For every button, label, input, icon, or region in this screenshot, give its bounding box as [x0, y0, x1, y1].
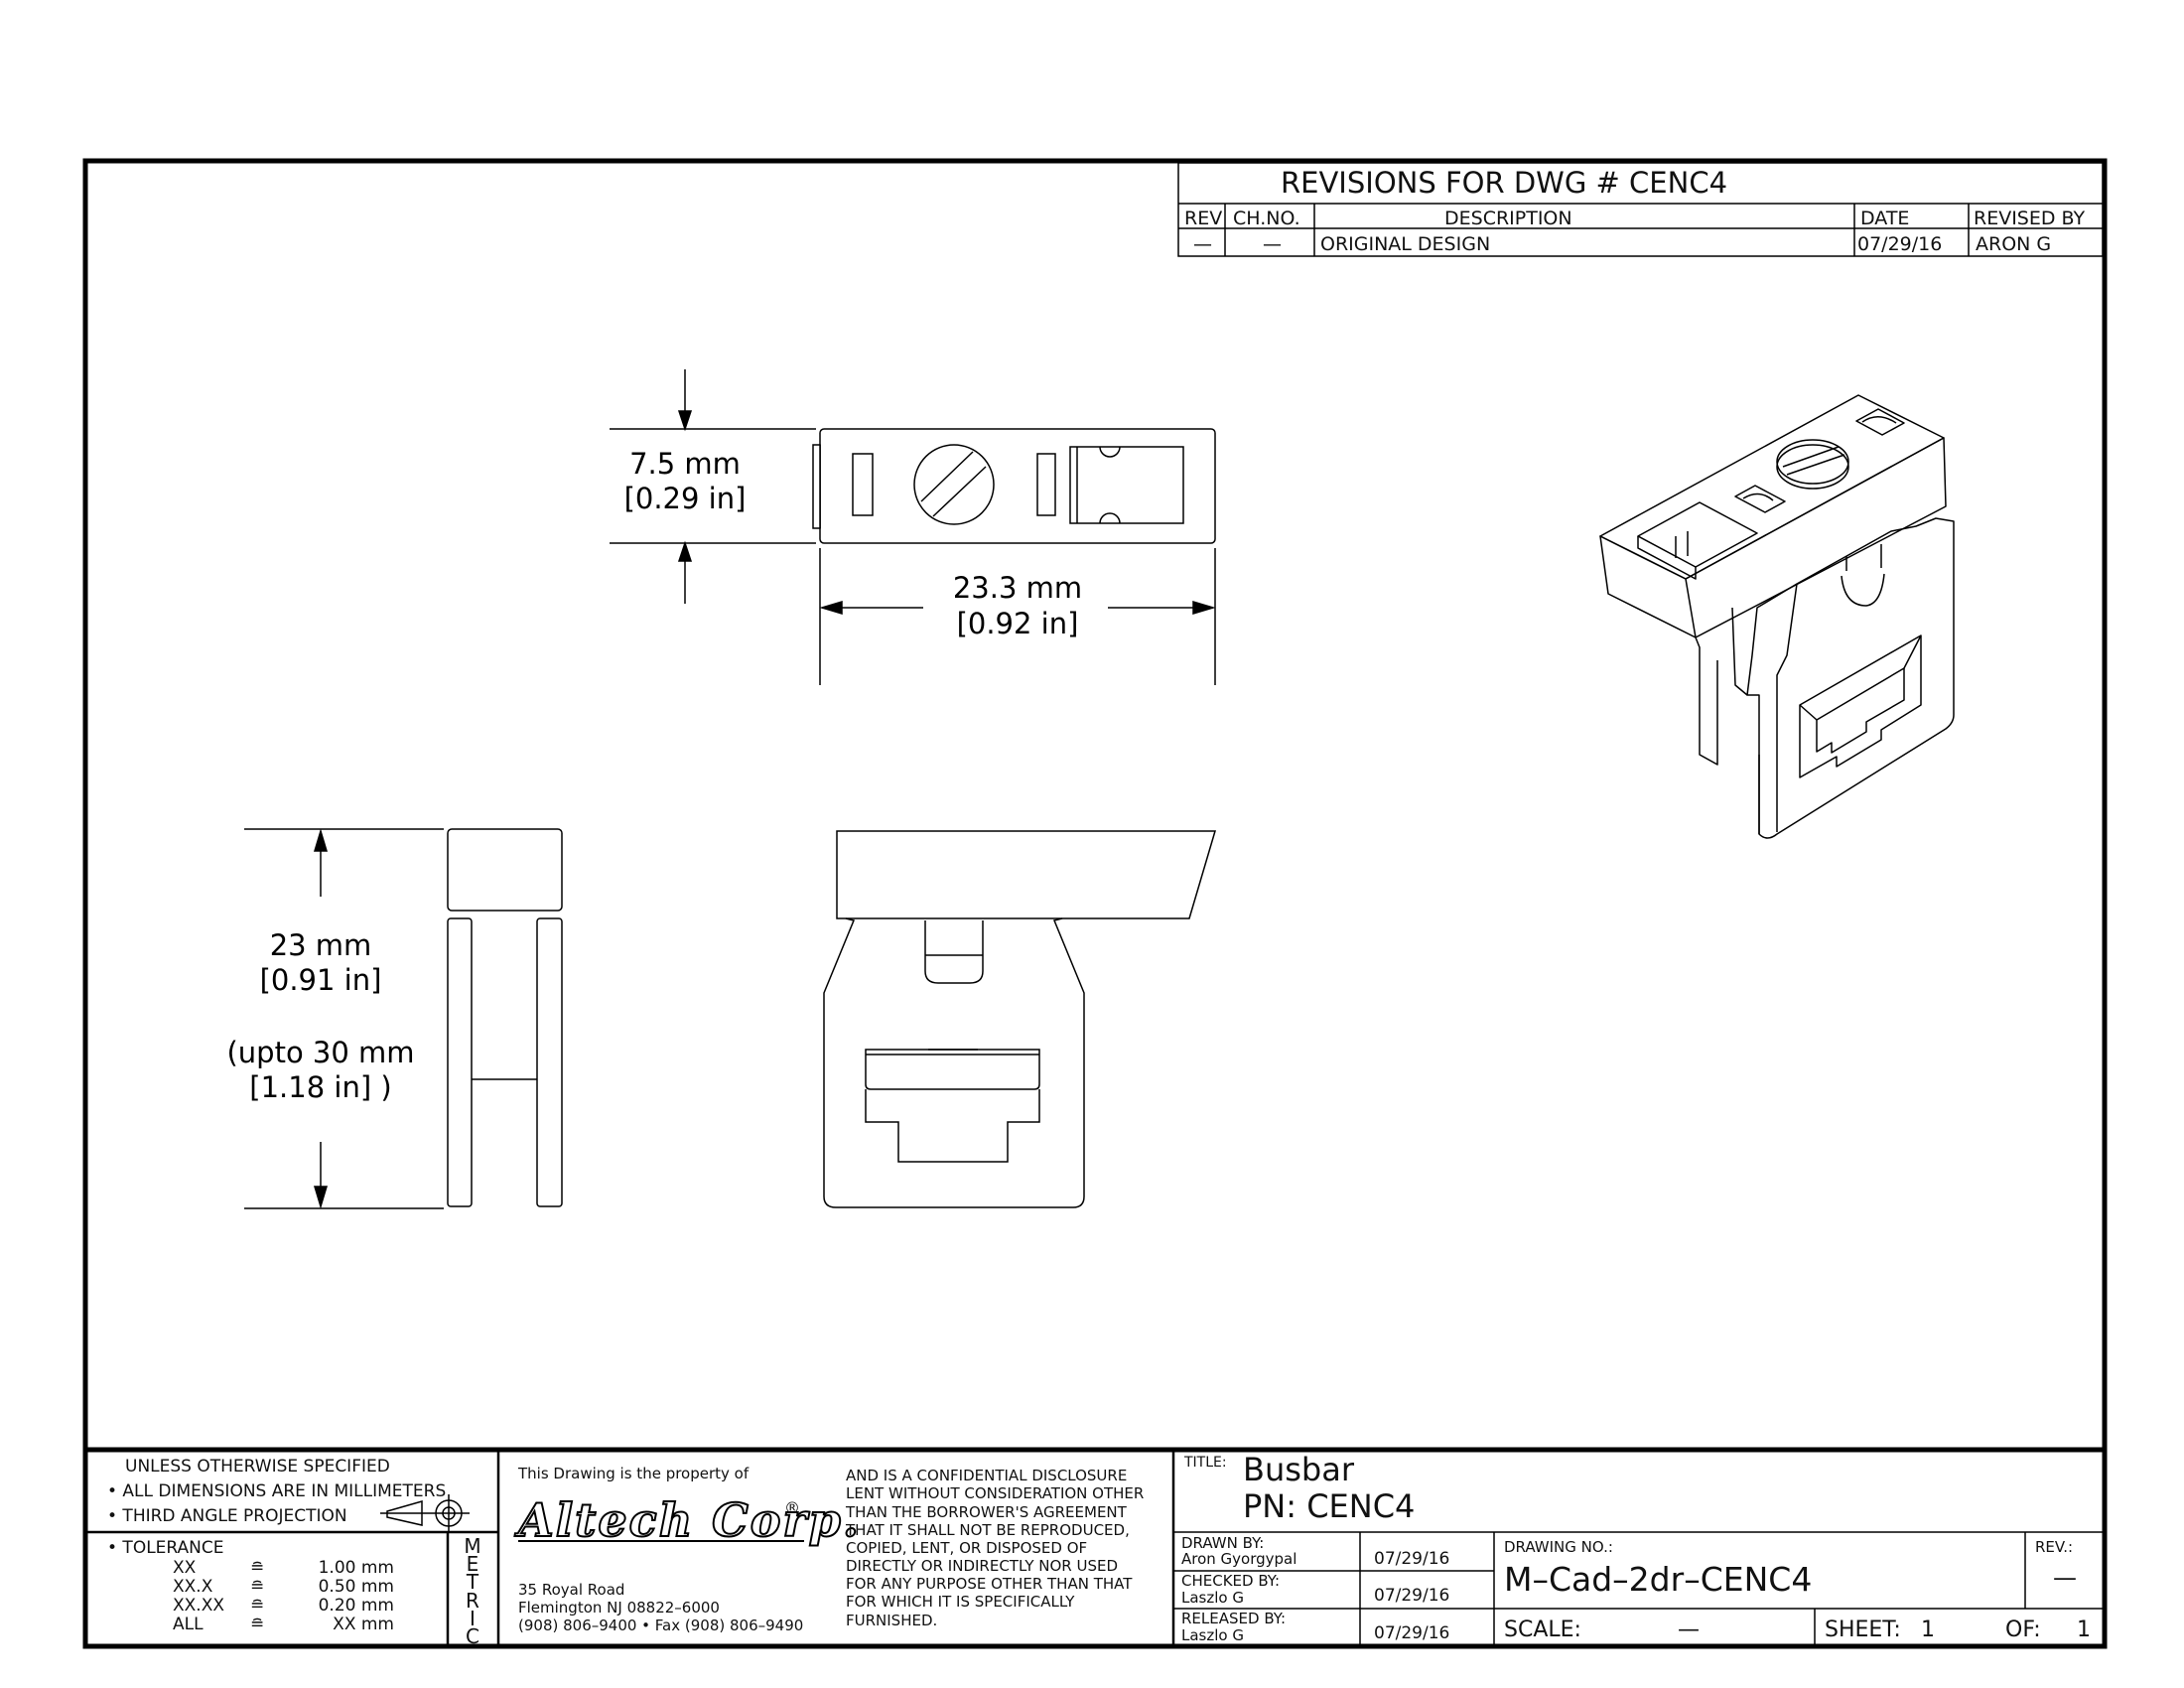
part-number: PN: CENC4 — [1243, 1487, 1415, 1525]
revision-date: 07/29/16 — [1857, 233, 1942, 255]
tol-sym-xx: ≘ — [250, 1558, 264, 1578]
of-label: OF: — [2005, 1618, 2041, 1642]
checked-date: 07/29/16 — [1374, 1586, 1449, 1606]
tolerance-label: • TOLERANCE — [107, 1538, 224, 1558]
scale-value: — — [1678, 1618, 1700, 1642]
drawing-title: Busbar — [1243, 1451, 1355, 1488]
released-by-label: RELEASED BY: — [1181, 1610, 1286, 1627]
altech-logo: Altech Corp. — [514, 1493, 861, 1547]
tol-sym-xxx: ≘ — [250, 1577, 264, 1597]
tol-sym-all: ≘ — [250, 1615, 264, 1634]
metric-letter-e: E — [467, 1552, 479, 1576]
tol-fmt-xx: XX — [173, 1558, 197, 1578]
checked-by-label: CHECKED BY: — [1181, 1572, 1280, 1590]
title-label: TITLE: — [1183, 1455, 1227, 1471]
metric-label: M E T R I C — [464, 1534, 480, 1648]
isometric-view — [1599, 394, 1955, 839]
address-line-2: Flemington NJ 08822–6000 — [518, 1599, 720, 1617]
revisions-table — [1177, 162, 2104, 257]
confidential-line: THAT IT SHALL NOT BE REPRODUCED, — [845, 1521, 1130, 1539]
revision-revised-by: ARON G — [1976, 233, 2051, 255]
address-line-1: 35 Royal Road — [518, 1581, 624, 1599]
tol-fmt-xxxx: XX.XX — [173, 1596, 224, 1616]
sheet-value: 1 — [1921, 1618, 1935, 1642]
height-mm-label: 23 mm — [270, 928, 372, 962]
dimension-lines-side — [244, 828, 444, 1209]
metric-letter-m: M — [464, 1534, 480, 1558]
revision-chno: — — [1263, 233, 1282, 255]
date-header: DATE — [1860, 208, 1909, 229]
title-block — [85, 1447, 2105, 1646]
confidential-notice: AND IS A CONFIDENTIAL DISCLOSURE LENT WI… — [845, 1467, 1144, 1629]
confidential-line: AND IS A CONFIDENTIAL DISCLOSURE — [846, 1467, 1127, 1484]
confidential-line: DIRECTLY OR INDIRECTLY NOR USED — [846, 1557, 1118, 1575]
tol-val-all: XX mm — [333, 1615, 394, 1634]
revisions-title: REVISIONS FOR DWG # CENC4 — [1281, 166, 1727, 200]
tol-fmt-xxx: XX.X — [173, 1577, 213, 1597]
metric-letter-t: T — [466, 1570, 479, 1594]
confidential-line: THAN THE BORROWER'S AGREEMENT — [845, 1503, 1128, 1521]
confidential-line: FOR WHICH IT IS SPECIFICALLY — [846, 1593, 1075, 1611]
rev-value: — — [2053, 1564, 2077, 1592]
dimension-lines-top — [610, 369, 1216, 685]
drawn-date: 07/29/16 — [1374, 1549, 1449, 1569]
sheet-border — [82, 158, 2108, 1649]
metric-letter-i: I — [470, 1607, 476, 1630]
property-line: This Drawing is the property of — [517, 1465, 750, 1482]
side-view — [447, 828, 563, 1207]
length-in-label: [0.92 in] — [957, 607, 1079, 640]
length-mm-label: 23.3 mm — [953, 571, 1082, 605]
drawing-number: M–Cad–2dr–CENC4 — [1504, 1560, 1812, 1599]
tol-sym-xxxx: ≘ — [250, 1596, 264, 1616]
checked-by: Laszlo G — [1181, 1589, 1244, 1607]
description-header: DESCRIPTION — [1444, 208, 1572, 229]
tol-fmt-all: ALL — [173, 1615, 204, 1634]
top-view — [812, 428, 1216, 544]
rev-header: REV — [1184, 208, 1222, 229]
drawn-by-label: DRAWN BY: — [1181, 1534, 1264, 1552]
confidential-line: COPIED, LENT, OR DISPOSED OF — [846, 1539, 1087, 1557]
metric-letter-r: R — [466, 1589, 479, 1613]
notes-header: UNLESS OTHERWISE SPECIFIED — [125, 1457, 390, 1477]
rev-label: REV.: — [2035, 1538, 2073, 1556]
phone-fax: (908) 806–9400 • Fax (908) 806–9490 — [518, 1617, 803, 1634]
released-by: Laszlo G — [1181, 1626, 1244, 1644]
chno-header: CH.NO. — [1233, 208, 1300, 229]
sheet-label: SHEET: — [1825, 1618, 1901, 1642]
confidential-line: LENT WITHOUT CONSIDERATION OTHER — [846, 1484, 1144, 1502]
notes-projection: • THIRD ANGLE PROJECTION — [107, 1506, 347, 1526]
width-in-label: [0.29 in] — [624, 482, 747, 515]
registered-mark: ® — [784, 1498, 800, 1517]
tol-val-xxx: 0.50 mm — [319, 1577, 394, 1597]
tolerance-table: XX ≘ 1.00 mm XX.X ≘ 0.50 mm XX.XX ≘ 0.20… — [173, 1558, 394, 1634]
metric-letter-c: C — [466, 1624, 479, 1648]
confidential-line: FOR ANY PURPOSE OTHER THAN THAT — [846, 1575, 1133, 1593]
confidential-line: FURNISHED. — [846, 1612, 937, 1629]
tol-val-xx: 1.00 mm — [319, 1558, 394, 1578]
width-mm-label: 7.5 mm — [629, 447, 741, 481]
drawing-no-label: DRAWING NO.: — [1504, 1538, 1613, 1556]
revision-rev: — — [1193, 233, 1212, 255]
drawn-by: Aron Gyorgypal — [1181, 1550, 1297, 1568]
scale-label: SCALE: — [1504, 1618, 1581, 1642]
height-in-label: [0.91 in] — [260, 963, 382, 997]
revision-description: ORIGINAL DESIGN — [1320, 233, 1490, 255]
notes-dimensions: • ALL DIMENSIONS ARE IN MILLIMETERS — [107, 1481, 446, 1501]
height-upto-in-label: [1.18 in] ) — [249, 1070, 391, 1104]
revised-by-header: REVISED BY — [1974, 208, 2086, 229]
height-upto-mm-label: (upto 30 mm — [226, 1036, 414, 1069]
released-date: 07/29/16 — [1374, 1623, 1449, 1643]
tol-val-xxxx: 0.20 mm — [319, 1596, 394, 1616]
of-value: 1 — [2077, 1618, 2091, 1642]
third-angle-projection-icon — [380, 1494, 470, 1532]
front-view — [823, 830, 1217, 1208]
